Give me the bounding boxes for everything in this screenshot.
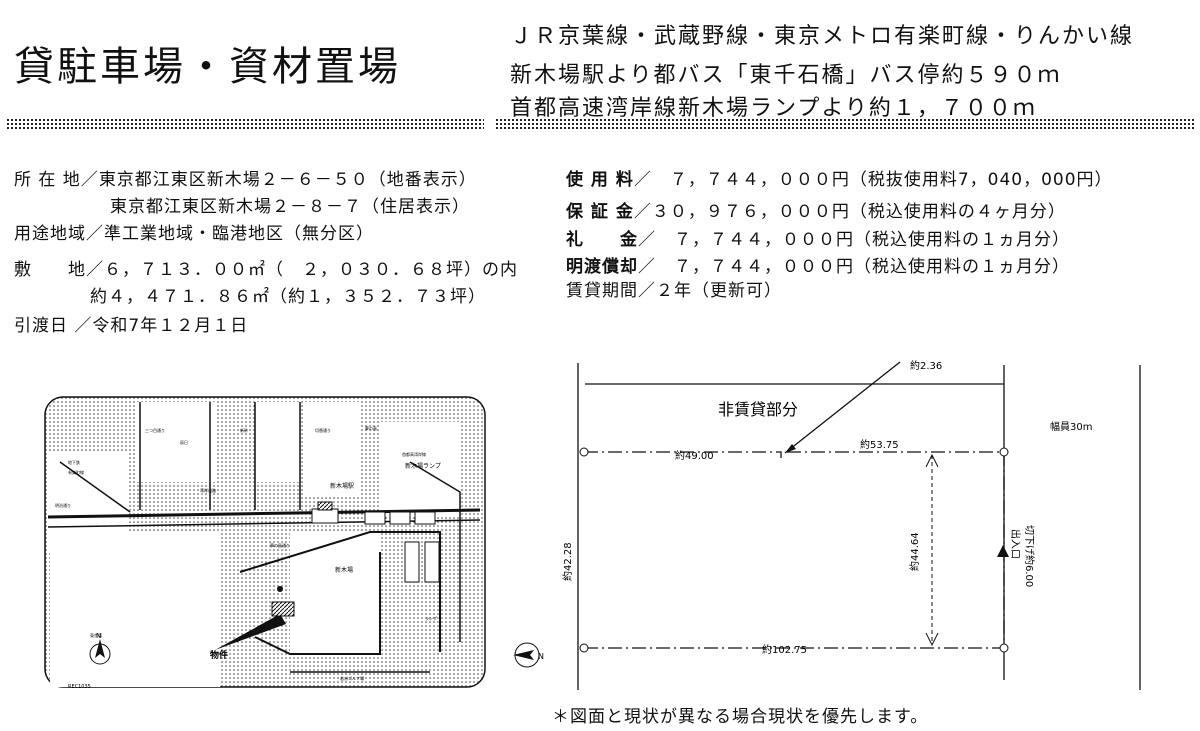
map-block [305, 402, 360, 497]
map-tiny-label: 新砂 [240, 427, 248, 433]
map-tiny-label: 夢の島通り [270, 542, 290, 548]
map-block [364, 511, 386, 525]
map-block [135, 402, 215, 482]
amortization-label: 明渡償却 [566, 257, 638, 277]
map-tiny-label: 辰巳 [180, 440, 188, 445]
key-money-value: ／ ７，７４４，０００円（税込使用料の１ヵ月分） [638, 230, 1070, 250]
usage-fee-label: 使 用 料 [566, 170, 634, 190]
property-arrow [215, 614, 286, 650]
deposit-value: ／３０，９７６，０００円（税込使用料の４ヶ月分） [633, 202, 1066, 222]
location-lot-row: 所 在 地／東京都江東区新木場２－６－５０（地番表示） [14, 165, 477, 190]
entrance-triangle [997, 545, 1009, 557]
map-tiny-label: 地下鉄 [68, 459, 80, 465]
leader-arrowhead [785, 444, 796, 453]
site-label: 敷 地／ [14, 260, 104, 280]
dim-corner: 約2.36 [910, 359, 942, 372]
lease-term: 賃貸期間／２年（更新可） [566, 281, 782, 301]
usage-fee-row: 使 用 料／ ７，７４４，０００円（税抜使用料7，040，000円） [566, 165, 1113, 190]
dim-bottom: 約102.75 [762, 643, 807, 656]
dim-left: 約42.28 [561, 542, 574, 581]
page-title: 貸駐車場・資材置場 [14, 44, 401, 90]
site-part: 約４，４７１．８６㎡（約１，３５２．７３坪） [90, 287, 486, 307]
map-tiny-label: ランプ [425, 615, 437, 621]
usage-fee-value: ／ ７，７４４，０００円（税抜使用料7，040，000円） [633, 170, 1113, 190]
curb-cut-label: 切下げ約6.00 [1023, 525, 1036, 587]
site-total: ６，７１３．００㎡（ ２，０３０．６８坪）の内 [104, 260, 518, 280]
map-block [404, 541, 420, 583]
map-tiny-label: 夢の島 [365, 425, 377, 431]
dim-inner: 約44.64 [908, 532, 921, 571]
entrance-label: 出入口 [1009, 529, 1022, 559]
dim-arrow-down [925, 632, 939, 647]
map-tiny-label: 明治通り [55, 502, 71, 508]
map-block [414, 511, 436, 525]
access-line-2: 新木場駅より都バス「東千石橋」バス停約５９０ｍ [510, 63, 1062, 88]
deposit-label: 保 証 金 [566, 202, 634, 222]
map-tiny-label: 三つ目通り [145, 427, 165, 433]
station-block [311, 508, 339, 524]
map-block [389, 511, 411, 525]
dim-arrow-up [925, 453, 939, 468]
amortization-row: 明渡償却／ ７，７４４，０００円（税込使用料の１ヵ月分） [566, 252, 1070, 277]
plan-north-arrow-icon [513, 650, 534, 660]
site-total-row: 敷 地／６，７１３．００㎡（ ２，０３０．６８坪）の内 [14, 255, 518, 280]
map-block [50, 532, 220, 687]
leader-line [784, 361, 901, 454]
access-line-3: 首都高速湾岸線新木場ランプより約１，７００ｍ [510, 96, 1037, 121]
label-shinkiba-station: 新木場駅 [330, 482, 354, 490]
dim-top-left: 約49.00 [675, 449, 714, 462]
plan-north-label: N [538, 652, 544, 661]
map-block [424, 541, 440, 583]
corner-marker [579, 447, 589, 457]
label-shinkiba-ramp: 新木場ランプ [405, 462, 441, 470]
label-property: 物件 [210, 649, 228, 661]
handover-date: 引渡日 ／令和7年１２月１日 [14, 316, 249, 336]
map-road [254, 552, 381, 655]
map-canal [239, 531, 441, 652]
key-money-row: 礼 金／ ７，７４４，０００円（税込使用料の１ヵ月分） [566, 225, 1070, 250]
map-block [290, 532, 380, 652]
map-tiny-label: 東京湾 [90, 632, 102, 638]
access-line-1: ＪＲ京葉線・武蔵野線・東京メトロ有楽町線・りんかい線 [510, 24, 1135, 49]
map-tiny-label: 湾岸道路 [200, 487, 216, 493]
north-label: N [96, 632, 101, 640]
location-label: 所 在 地／ [14, 170, 99, 190]
dotted-divider-left [6, 118, 484, 130]
site-plan: N 非賃貸部分 約2.36 約49.00 約53.75 約102.75 幅員30… [513, 359, 1141, 690]
lease-top-boundary [584, 451, 1001, 458]
map-tiny-label: 若洲ゴルフ場 [340, 675, 364, 681]
non-lease-label: 非賃貸部分 [718, 400, 798, 419]
map-tiny-label: 有楽町線 [68, 469, 84, 475]
station-hatched [317, 501, 333, 511]
map-ramp-road [409, 461, 461, 642]
dim-top-right: 約53.75 [860, 438, 899, 451]
corner-marker [579, 643, 589, 653]
map-block [255, 402, 300, 482]
property-site [271, 601, 295, 617]
map-expressway [47, 508, 481, 519]
dotted-divider-right [495, 118, 1194, 130]
north-arrow-icon [95, 639, 105, 658]
corner-marker [999, 643, 1009, 653]
location-lot: 東京都江東区新木場２－６－５０（地番表示） [98, 170, 477, 190]
area-map: N REC1035 新木場駅 新木場ランプ 新木場 物件 地下鉄 有楽町線 三つ… [44, 396, 486, 690]
location-address: 東京都江東区新木場２－８－７（住居表示） [110, 197, 470, 217]
corner-marker [999, 447, 1009, 457]
map-block [380, 422, 460, 517]
map-tiny-label: 切替通り [315, 427, 331, 433]
deposit-row: 保 証 金／３０，９７６，０００円（税込使用料の４ヶ月分） [566, 197, 1066, 222]
map-marker [277, 586, 283, 592]
zoning: 用途地域／準工業地域・臨港地区（無分区） [14, 224, 374, 244]
key-money-label: 礼 金 [566, 230, 638, 250]
map-tiny-label: 首都高湾岸線 [402, 451, 426, 457]
amortization-value: ／ ７，７４４，０００円（税込使用料の１ヵ月分） [638, 257, 1070, 277]
plan-number: REC1035 [68, 684, 91, 690]
label-shinkiba: 新木場 [335, 566, 353, 574]
disclaimer-note: ＊図面と現状が異なる場合現状を優先します。 [552, 707, 929, 727]
road-width: 幅員30m [1050, 420, 1092, 433]
map-rail [59, 461, 131, 513]
